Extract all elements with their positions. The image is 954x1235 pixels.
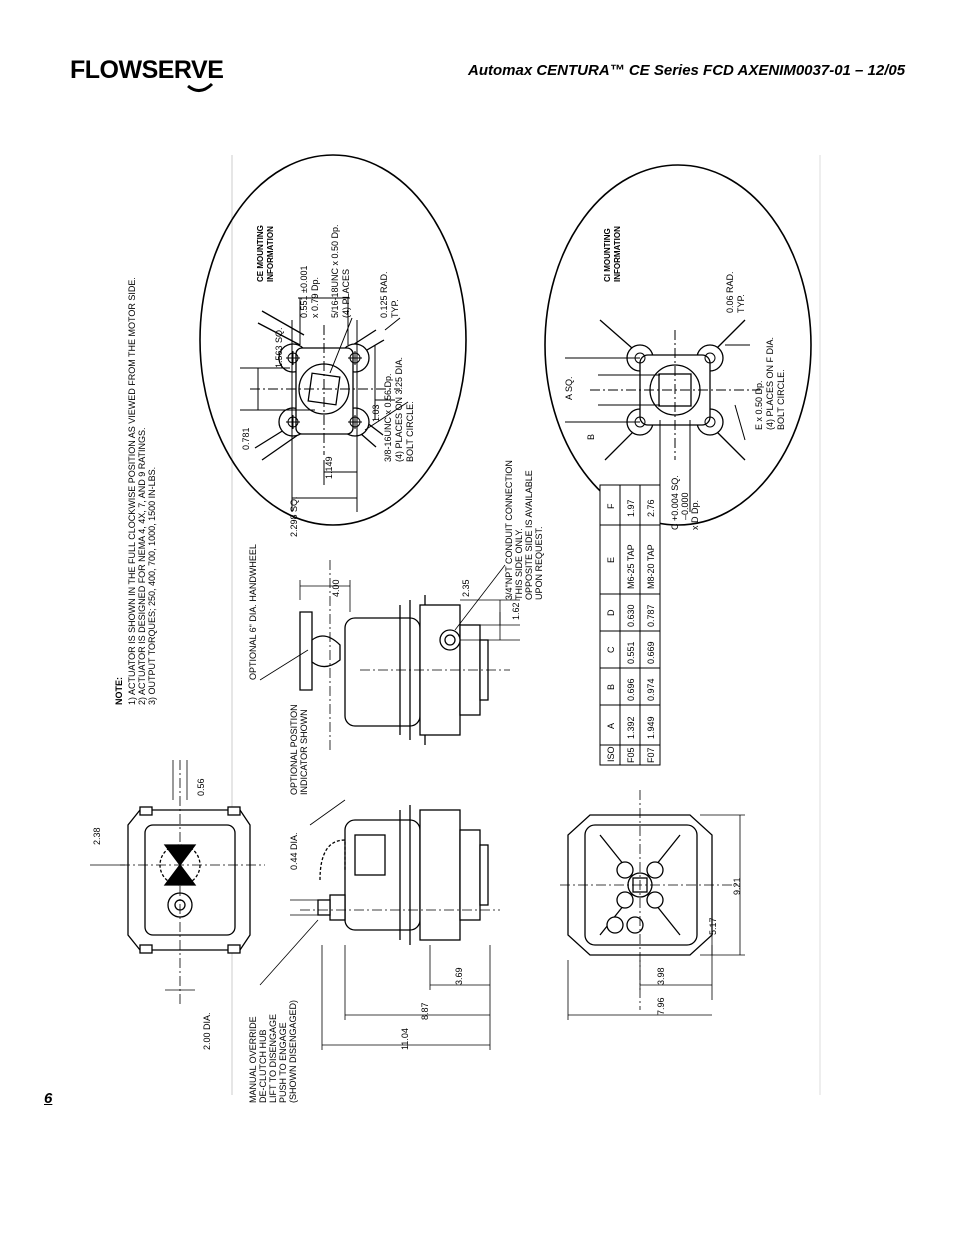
dim-5-17: 5.17 xyxy=(708,917,718,935)
ce-d1149: 1.149 xyxy=(324,456,334,479)
ci-b: B xyxy=(586,434,596,440)
ci-e-1: E x 0.50 Dp. xyxy=(754,380,764,430)
position-indicator-1: OPTIONAL POSITION xyxy=(289,704,299,795)
ci-title-1: CI MOUNTING xyxy=(603,228,612,282)
ci-c-3: x D Dp. xyxy=(690,500,700,530)
page-number: 6 xyxy=(44,1090,53,1107)
ci-e-2: (4) PLACES ON F DIA. xyxy=(765,337,775,430)
ci-rad-1: 0.06 RAD. xyxy=(725,271,735,313)
iso-cell: 1.949 xyxy=(646,716,656,739)
dim-0-44-dia: 0.44 DIA. xyxy=(289,832,299,870)
iso-cell: 0.669 xyxy=(646,641,656,664)
ce-rad-2: TYP. xyxy=(390,299,400,318)
ci-rad-2: TYP. xyxy=(736,294,746,313)
override-2: DE-CLUTCH HUB xyxy=(258,1029,268,1103)
iso-header-a: A xyxy=(606,723,616,729)
ce-bolt-2: (4) PLACES ON 3.25 DIA. xyxy=(394,357,404,462)
iso-cell: 2.76 xyxy=(646,499,656,517)
iso-cell: 0.696 xyxy=(626,678,636,701)
iso-cell: 0.551 xyxy=(626,641,636,664)
iso-header-b: B xyxy=(606,684,616,690)
iso-cell: 0.630 xyxy=(626,604,636,627)
ce-tap-2: (4) PLACES xyxy=(341,269,351,318)
ce-bore-1: 0.551 ±0.001 xyxy=(299,266,309,318)
ce-rad-1: 0.125 RAD. xyxy=(379,271,389,318)
iso-cell: M8-20 TAP xyxy=(646,544,656,589)
ci-c-1: C +0.004 SQ. xyxy=(670,475,680,530)
dim-7-96: 7.96 xyxy=(656,997,666,1015)
iso-cell: 0.974 xyxy=(646,678,656,701)
notes-block: NOTE: 1) ACTUATOR IS SHOWN IN THE FULL C… xyxy=(114,277,157,705)
dim-0-56: 0.56 xyxy=(196,778,206,796)
conduit-line-1: 3/4"NPT CONDUIT CONNECTION xyxy=(504,460,514,600)
iso-cell: 1.392 xyxy=(626,716,636,739)
ce-tap-1: 5/16-18UNC x 0.50 Dp. xyxy=(330,224,340,318)
iso-table: ISO A B C D E F F05 1.392 0.696 0.551 0.… xyxy=(599,484,661,766)
conduit-line-3: OPPOSITE SIDE IS AVAILABLE xyxy=(524,470,534,600)
actuator-top-view xyxy=(90,760,265,1005)
conduit-line-2: THIS SIDE ONLY. xyxy=(514,528,524,600)
logo-swoosh-icon xyxy=(187,82,214,92)
actuator-front-view xyxy=(259,799,500,1050)
note-1: 1) ACTUATOR IS SHOWN IN THE FULL CLOCKWI… xyxy=(127,277,137,705)
brand-name: FLOWSERVE xyxy=(70,56,224,84)
notes-heading: NOTE: xyxy=(114,677,124,705)
actuator-side-view xyxy=(259,560,520,750)
override-3: LIFT TO DISENGAGE xyxy=(268,1014,278,1103)
ce-title-2: INFORMATION xyxy=(266,226,275,282)
iso-cell: 1.97 xyxy=(626,499,636,517)
ci-c-2: –0.000 xyxy=(680,492,690,520)
position-indicator-2: INDICATOR SHOWN xyxy=(299,709,309,795)
iso-cell: M6-25 TAP xyxy=(626,544,636,589)
ci-title-2: INFORMATION xyxy=(613,226,622,282)
note-3: 3) OUTPUT TORQUES; 250, 400, 700, 1000, … xyxy=(147,467,157,705)
dim-4-00: 4.00 xyxy=(331,579,341,597)
ce-title-1: CE MOUNTING xyxy=(256,225,265,282)
note-2: 2) ACTUATOR IS DESIGNED FOR NEMA 4, 4X, … xyxy=(137,427,147,705)
ce-d0781: 0.781 xyxy=(241,427,251,450)
dim-2-00-dia: 2.00 DIA. xyxy=(202,1012,212,1050)
iso-header-c: C xyxy=(606,646,616,653)
ce-mounting-detail: CE MOUNTING INFORMATION 1.563 SQ. 0.551 … xyxy=(199,154,467,537)
actuator-bottom-view xyxy=(560,790,745,1020)
ci-a-sq: A SQ. xyxy=(564,376,574,400)
override-5: (SHOWN DISENGAGED) xyxy=(288,1000,298,1103)
conduit-line-4: UPON REQUEST. xyxy=(534,526,544,600)
iso-cell: 0.787 xyxy=(646,604,656,627)
dim-11-04: 11.04 xyxy=(400,1028,410,1050)
dim-9-21: 9.21 xyxy=(732,877,742,895)
dim-8-87: 8.87 xyxy=(420,1002,430,1020)
ce-bore-2: x 0.79 Dp. xyxy=(310,277,320,318)
override-1: MANUAL OVERRIDE xyxy=(248,1016,258,1103)
dim-3-98: 3.98 xyxy=(656,967,666,985)
override-4: PUSH TO ENGAGE xyxy=(278,1022,288,1103)
iso-header-d: D xyxy=(606,609,616,616)
ci-e-3: BOLT CIRCLE. xyxy=(776,369,786,430)
iso-header-f: F xyxy=(606,503,616,509)
iso-cell: F07 xyxy=(646,747,656,763)
dim-2-35: 2.35 xyxy=(461,579,471,597)
document-title: Automax CENTURA™ CE Series FCD AXENIM003… xyxy=(468,62,906,79)
iso-header-iso: ISO xyxy=(606,746,616,762)
ce-d103: 1.03 xyxy=(371,404,381,422)
iso-cell: F05 xyxy=(626,747,636,763)
handwheel-label: OPTIONAL 6" DIA. HANDWHEEL xyxy=(248,544,258,680)
iso-header-e: E xyxy=(606,557,616,563)
dim-2-38: 2.38 xyxy=(92,827,102,845)
ce-bolt-3: BOLT CIRCLE. xyxy=(405,401,415,462)
dim-1-62: 1.62 xyxy=(511,602,521,620)
ci-mounting-detail: CI MOUNTING INFORMATION 0.06 RAD. TYP. A… xyxy=(544,164,812,530)
ce-sq-1563: 1.563 SQ. xyxy=(274,327,284,368)
ce-sq-2298: 2.298 SQ. xyxy=(289,496,299,537)
ce-bolt-1: 3/8-16UNC x 0.56 Dp. xyxy=(383,373,393,462)
dim-3-69: 3.69 xyxy=(454,967,464,985)
flowserve-logo: FLOWSERVE xyxy=(70,56,224,96)
